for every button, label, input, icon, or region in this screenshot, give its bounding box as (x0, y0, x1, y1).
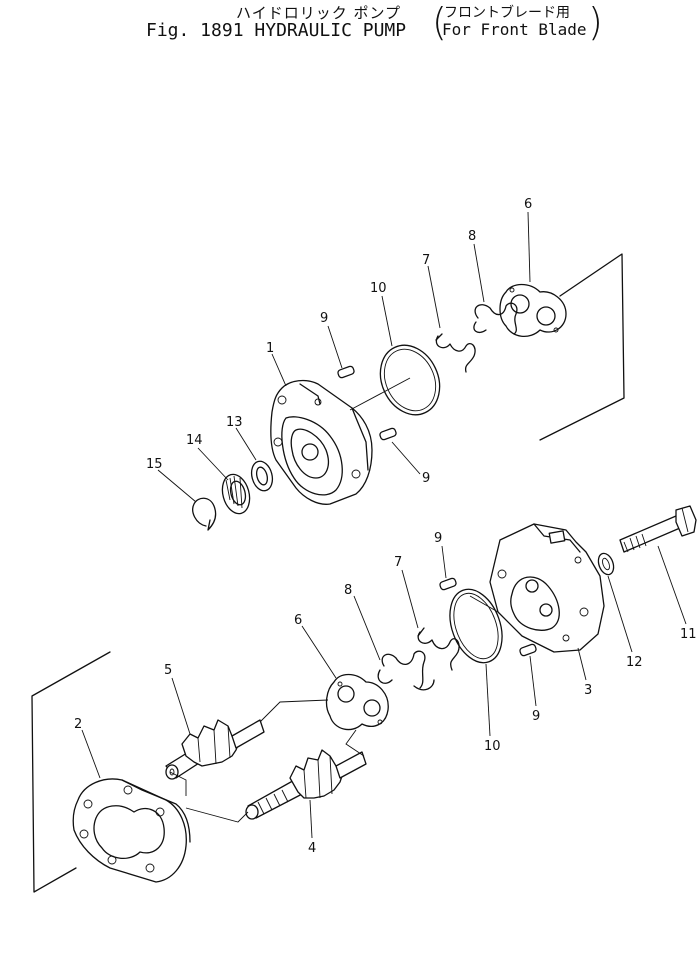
part-1-front-cover (270, 379, 373, 505)
callout-13: 13 (226, 415, 243, 430)
part-14-oil-seal (221, 473, 251, 515)
figure-name: HYDRAULIC PUMP (254, 20, 407, 41)
callout-6-lower: 6 (294, 613, 302, 628)
part-13-washer (250, 460, 274, 492)
title-japanese: ハイドロリック ポンプ (236, 4, 402, 22)
part-4-drive-gear (245, 749, 367, 820)
left-paren: ( (432, 0, 447, 44)
part-8-lower-seal (377, 650, 426, 689)
callout-11: 11 (680, 627, 697, 642)
part-7-lower-backup-ring (413, 627, 460, 691)
callout-14: 14 (186, 433, 203, 448)
part-2-gear-housing (72, 778, 191, 883)
callout-8-lower: 8 (344, 583, 352, 598)
subtitle-english: For Front Blade (442, 20, 587, 39)
figure-number: Fig. 1891 (146, 20, 244, 41)
subtitle-japanese: フロントブレード用 (444, 5, 570, 21)
callout-7-upper: 7 (422, 253, 430, 268)
part-6-lower-wear-plate (325, 673, 389, 731)
part-10-lower-o-ring (449, 588, 503, 664)
part-6-upper-wear-plate (499, 283, 567, 337)
part-3-rear-cover (489, 523, 605, 653)
callout-6-upper: 6 (524, 197, 532, 212)
part-8-upper-seal (473, 302, 518, 335)
part-15-snap-ring (192, 497, 217, 531)
callout-10-upper: 10 (370, 281, 387, 296)
part-9-lower-pin-b (519, 643, 537, 657)
callout-3: 3 (584, 683, 592, 698)
part-9-upper-pin-a (337, 365, 355, 379)
callout-10-lower: 10 (484, 739, 501, 754)
callout-9-lower-a: 9 (434, 531, 442, 546)
figure-title: Fig. 1891 HYDRAULIC PUMP (146, 20, 406, 41)
part-11-bolt (619, 505, 697, 553)
part-9-upper-pin-b (379, 427, 397, 441)
lower-bracket-line (31, 651, 111, 893)
callout-4: 4 (308, 841, 316, 856)
upper-bracket-line (539, 253, 625, 441)
callout-9-upper-b: 9 (422, 471, 430, 486)
callout-8-upper: 8 (468, 229, 476, 244)
callout-9-upper-a: 9 (320, 311, 328, 326)
callout-7-lower: 7 (394, 555, 402, 570)
part-5-driven-gear (165, 719, 265, 780)
callout-12: 12 (626, 655, 643, 670)
part-10-upper-o-ring (379, 344, 441, 416)
right-paren: ) (588, 0, 603, 44)
part-9-lower-pin-a (439, 577, 457, 591)
callout-1: 1 (266, 341, 274, 356)
callout-15: 15 (146, 457, 163, 472)
callout-5: 5 (164, 663, 172, 678)
callout-2: 2 (74, 717, 82, 732)
part-12-washer (597, 552, 615, 576)
callout-9-lower-b: 9 (532, 709, 540, 724)
part-7-upper-backup-ring (435, 333, 476, 373)
